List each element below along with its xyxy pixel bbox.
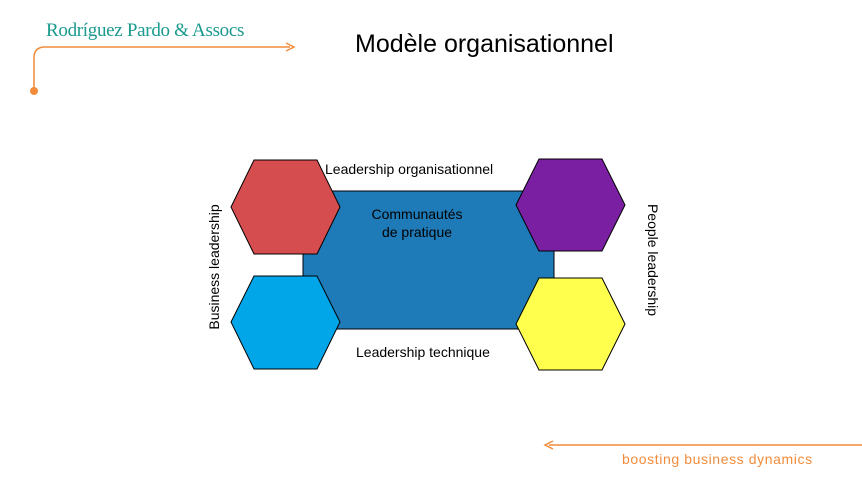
right-vertical-label: People leadership — [645, 203, 661, 317]
hexagon-top-right — [515, 158, 626, 252]
hexagon-top-left — [230, 159, 341, 255]
center-rectangle — [302, 190, 555, 330]
top-left-arrow — [30, 42, 296, 95]
page-title: Modèle organisationnel — [355, 30, 614, 58]
footer-tagline: boosting business dynamics — [622, 451, 813, 467]
left-vertical-label: Business leadership — [206, 204, 222, 330]
center-label-line2: de pratique — [381, 224, 453, 240]
top-label: Leadership organisationnel — [325, 161, 494, 177]
bottom-label: Leadership technique — [356, 344, 490, 360]
bottom-right-arrow — [543, 440, 862, 450]
hexagon-bottom-right — [515, 277, 626, 371]
center-label-line1: Communautés — [371, 206, 463, 222]
center-label: Communautés de pratique — [352, 205, 482, 241]
hexagon-bottom-left — [230, 275, 341, 370]
company-logo: Rodríguez Pardo & Assocs — [46, 20, 245, 41]
